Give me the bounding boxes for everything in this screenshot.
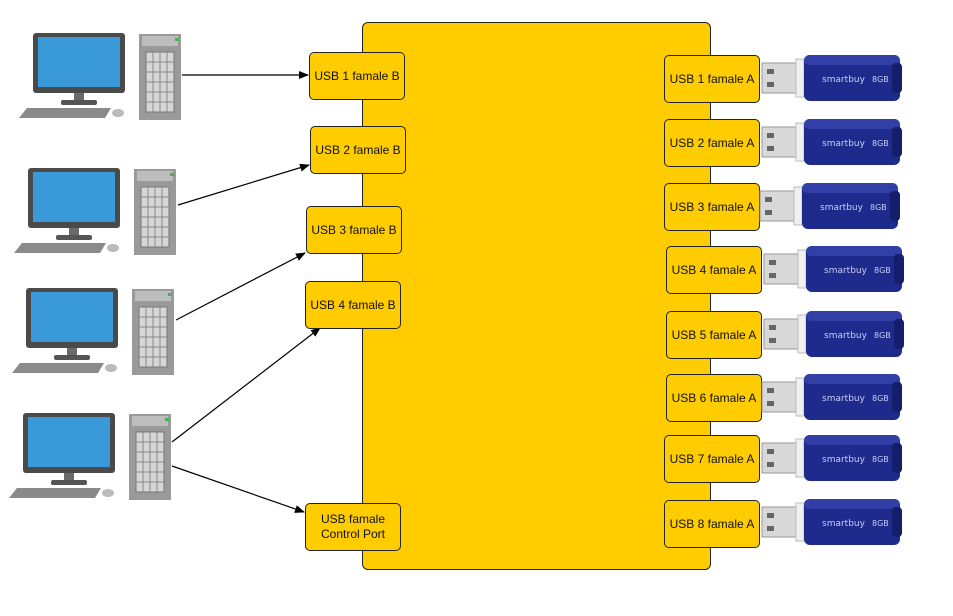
svg-text:smartbuy: smartbuy xyxy=(822,139,866,149)
usb-flash-drive-icon: smartbuy 8GB xyxy=(763,246,904,292)
usb-flash-drive-3: smartbuy 8GB xyxy=(758,181,906,233)
input-port-usb1-b: USB 1 famale B xyxy=(309,52,405,100)
svg-text:8GB: 8GB xyxy=(872,394,889,403)
computer-3 xyxy=(8,285,183,380)
port-label: USB 2 famale B xyxy=(315,142,401,157)
control-port: USB famale Control Port xyxy=(305,503,401,551)
usb-flash-drive-icon: smartbuy 8GB xyxy=(761,374,902,420)
port-label: USB 4 famale A xyxy=(671,262,757,277)
port-label: USB 5 famale A xyxy=(671,327,757,342)
usb-flash-drive-7: smartbuy 8GB xyxy=(760,433,908,485)
svg-text:8GB: 8GB xyxy=(872,139,889,148)
svg-text:smartbuy: smartbuy xyxy=(822,75,866,85)
computer-2 xyxy=(10,165,185,260)
svg-text:smartbuy: smartbuy xyxy=(822,519,866,529)
computer-1 xyxy=(15,30,190,125)
desktop-computer-icon xyxy=(19,33,181,120)
output-port-usb4-a: USB 4 famale A xyxy=(666,246,762,294)
port-label: USB 6 famale A xyxy=(671,390,757,405)
usb-flash-drive-icon: smartbuy 8GB xyxy=(761,435,902,481)
svg-text:smartbuy: smartbuy xyxy=(822,394,866,404)
output-port-usb3-a: USB 3 famale A xyxy=(664,183,760,231)
svg-text:8GB: 8GB xyxy=(872,519,889,528)
svg-text:8GB: 8GB xyxy=(874,266,891,275)
port-label: USB 1 famale A xyxy=(669,71,755,86)
usb-flash-drive-6: smartbuy 8GB xyxy=(760,372,908,424)
svg-text:8GB: 8GB xyxy=(872,455,889,464)
svg-text:8GB: 8GB xyxy=(870,203,887,212)
usb-flash-drive-2: smartbuy 8GB xyxy=(760,117,908,169)
port-label: USB famale Control Port xyxy=(320,512,386,541)
port-label: USB 8 famale A xyxy=(669,516,755,531)
computer-4 xyxy=(5,410,180,505)
svg-text:8GB: 8GB xyxy=(872,75,889,84)
arrow-pc2-usb2 xyxy=(177,163,310,206)
desktop-computer-icon xyxy=(14,168,176,255)
port-label: USB 3 famale A xyxy=(669,199,755,214)
usb-hub-body xyxy=(362,22,711,570)
desktop-computer-icon xyxy=(12,288,174,375)
svg-text:8GB: 8GB xyxy=(874,331,891,340)
svg-text:smartbuy: smartbuy xyxy=(820,203,864,213)
usb-flash-drive-8: smartbuy 8GB xyxy=(760,497,908,549)
arrow-pc3-usb3 xyxy=(175,252,306,321)
output-port-usb7-a: USB 7 famale A xyxy=(664,435,760,483)
usb-flash-drive-icon: smartbuy 8GB xyxy=(761,119,902,165)
usb-flash-drive-icon: smartbuy 8GB xyxy=(761,499,902,545)
port-label: USB 7 famale A xyxy=(669,451,755,466)
input-port-usb3-b: USB 3 famale B xyxy=(306,206,402,254)
input-port-usb2-b: USB 2 famale B xyxy=(310,126,406,174)
output-port-usb1-a: USB 1 famale A xyxy=(664,55,760,103)
usb-flash-drive-icon: smartbuy 8GB xyxy=(759,183,900,229)
svg-text:smartbuy: smartbuy xyxy=(822,455,866,465)
port-label: USB 2 famale A xyxy=(669,135,755,150)
svg-text:smartbuy: smartbuy xyxy=(824,331,868,341)
arrow-pc4-control xyxy=(171,465,305,513)
usb-flash-drive-icon: smartbuy 8GB xyxy=(761,55,902,101)
input-port-usb4-b: USB 4 famale B xyxy=(305,281,401,329)
port-label: USB 1 famale B xyxy=(314,68,400,83)
svg-text:smartbuy: smartbuy xyxy=(824,266,868,276)
usb-flash-drive-5: smartbuy 8GB xyxy=(762,309,910,361)
port-label: USB 3 famale B xyxy=(311,222,397,237)
usb-flash-drive-1: smartbuy 8GB xyxy=(760,53,908,105)
port-label: USB 4 famale B xyxy=(310,297,396,312)
output-port-usb8-a: USB 8 famale A xyxy=(664,500,760,548)
output-port-usb6-a: USB 6 famale A xyxy=(666,374,762,422)
desktop-computer-icon xyxy=(9,413,171,500)
usb-flash-drive-icon: smartbuy 8GB xyxy=(763,311,904,357)
output-port-usb5-a: USB 5 famale A xyxy=(666,311,762,359)
output-port-usb2-a: USB 2 famale A xyxy=(664,119,760,167)
arrow-pc4-usb4 xyxy=(171,327,321,443)
usb-flash-drive-4: smartbuy 8GB xyxy=(762,244,910,296)
